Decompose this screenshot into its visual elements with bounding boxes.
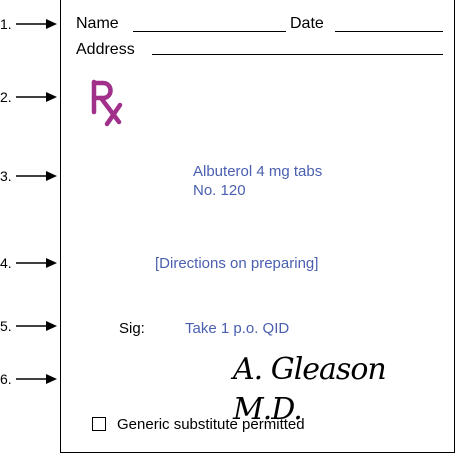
quantity-line: No. 120 <box>193 182 246 199</box>
sig-text: Take 1 p.o. QID <box>185 320 290 337</box>
sig-label: Sig: <box>119 320 145 337</box>
name-label: Name <box>76 15 119 32</box>
name-field-line[interactable] <box>133 31 286 32</box>
rx-symbol-icon <box>91 79 123 127</box>
arrow-right-icon <box>16 258 57 268</box>
arrow-right-icon <box>16 321 57 331</box>
generic-substitute-checkbox[interactable] <box>92 417 106 431</box>
directions-text: [Directions on preparing] <box>155 255 319 272</box>
arrow-right-icon <box>16 92 57 102</box>
address-field-line[interactable] <box>152 54 443 55</box>
arrow-right-icon <box>16 374 57 384</box>
date-field-line[interactable] <box>335 31 443 32</box>
prescription-form: Name Date Address Albuterol 4 mg tabs No… <box>60 0 455 453</box>
arrow-right-icon <box>16 19 57 29</box>
marker-number: 4. <box>0 255 12 271</box>
arrow-right-icon <box>16 171 57 181</box>
marker-number: 5. <box>0 318 12 334</box>
address-label: Address <box>76 41 135 58</box>
marker-number: 6. <box>0 371 12 387</box>
drug-line: Albuterol 4 mg tabs <box>193 163 323 180</box>
marker-number: 1. <box>0 16 12 32</box>
marker-number: 2. <box>0 89 12 105</box>
marker-number: 3. <box>0 168 12 184</box>
date-label: Date <box>290 15 324 32</box>
generic-substitute-label: Generic substitute permitted <box>117 416 305 433</box>
signature: A. Gleason M.D. <box>233 352 387 427</box>
